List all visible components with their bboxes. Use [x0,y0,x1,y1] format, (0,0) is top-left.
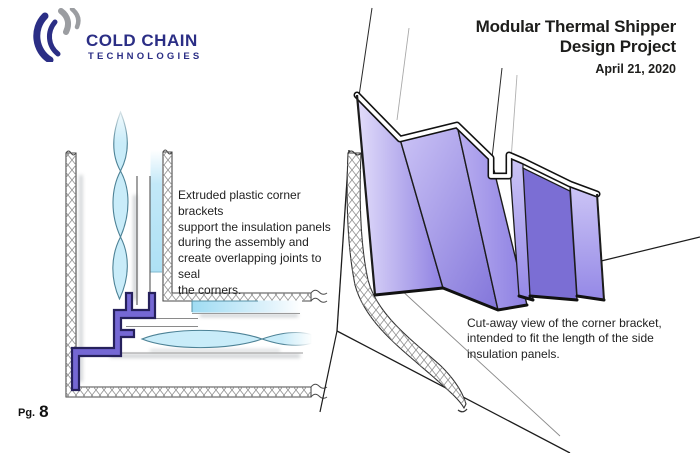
bracket-cutaway-3d [319,7,700,453]
annotation-right-line: intended to fit the length of the side [467,331,654,346]
page-number-label: Pg. [18,407,36,419]
annotation-left-line: create overlapping joints to seal [178,251,322,281]
annotation-right-line: Cut-away view of the corner bracket, [467,316,662,330]
annotation-corner-brackets: Extruded plastic corner brackets support… [178,188,338,299]
corner-cross-section-diagram [65,103,328,399]
title-block: Modular Thermal Shipper Design Project A… [475,17,677,76]
annotation-left-line: the corners. [178,282,242,297]
annotation-right-line: insulation panels. [467,346,560,361]
annotation-left-line: Extruded plastic corner brackets [178,188,301,218]
logo-subtitle: TECHNOLOGIES [88,51,203,62]
company-logo: COLD CHAIN TECHNOLOGIES [28,8,202,63]
annotation-left-line: support the insulation panels [178,219,331,234]
page-date: April 21, 2020 [595,62,676,76]
corner-bracket-profile [70,291,157,392]
page-title-line1: Modular Thermal Shipper [475,17,677,36]
cold-chain-swoosh-icon [33,8,81,62]
logo-name: COLD CHAIN [86,31,198,50]
page-number: Pg. 8 [18,403,49,420]
annotation-cutaway-view: Cut-away view of the corner bracket, int… [467,316,677,362]
page-title-line2: Design Project [559,37,676,56]
page-number-value: 8 [39,402,49,421]
annotation-left-line: during the assembly and [178,235,309,250]
